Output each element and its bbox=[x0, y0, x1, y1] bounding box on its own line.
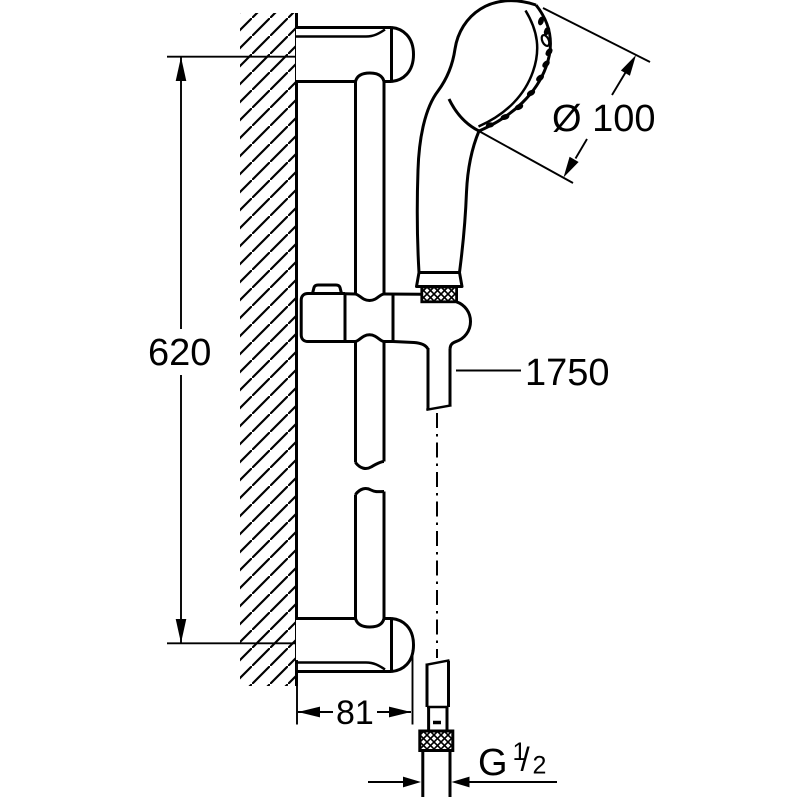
arrowhead-to-right bbox=[403, 776, 421, 788]
dim-81-label: 81 bbox=[336, 694, 374, 732]
head-bottom-edge bbox=[447, 98, 480, 133]
ext-line-upper bbox=[542, 7, 651, 63]
slider-clamp-knob bbox=[311, 283, 343, 294]
shower-hose-upper bbox=[426, 348, 452, 412]
shower-hose-lower bbox=[418, 659, 455, 797]
face-plate-line bbox=[477, 9, 539, 128]
dimension-head-diameter: Ø 100 bbox=[476, 7, 656, 184]
rail-break-lower bbox=[354, 487, 385, 496]
head-back-and-handle-left bbox=[415, 0, 537, 273]
arrowhead-up bbox=[175, 57, 187, 81]
shower-rail bbox=[354, 81, 386, 619]
handle-flare bbox=[415, 271, 464, 288]
dimension-thread: G 1 / 2 bbox=[368, 738, 557, 788]
hand-shower bbox=[415, 0, 553, 304]
dim-1750-label: 1750 bbox=[525, 352, 610, 394]
dimension-620: 620 bbox=[148, 55, 296, 645]
rail-break-upper bbox=[354, 460, 385, 470]
ext-line-lower bbox=[476, 129, 574, 184]
thread-numerator: 1 bbox=[513, 738, 527, 766]
thread-slash: / bbox=[521, 741, 531, 778]
slider-body bbox=[299, 292, 345, 343]
dimension-81: 81 bbox=[296, 650, 414, 732]
handle-right-edge bbox=[458, 130, 481, 273]
arrowhead-left bbox=[298, 706, 320, 718]
arrowhead-lower bbox=[563, 156, 579, 178]
wall-hatch bbox=[240, 13, 296, 686]
top-bracket-cap bbox=[391, 26, 415, 83]
wall-section bbox=[240, 13, 298, 686]
hose-cut-lower bbox=[425, 659, 450, 667]
nozzle-detail bbox=[540, 33, 551, 48]
top-bracket bbox=[296, 26, 415, 83]
dimension-1750: 1750 bbox=[456, 352, 610, 394]
thread-denominator: 2 bbox=[533, 752, 547, 780]
holder-lobe bbox=[448, 300, 472, 349]
thread-letter: G bbox=[478, 742, 508, 784]
arrowhead-right bbox=[389, 706, 411, 718]
spray-nozzles bbox=[485, 16, 553, 128]
bottom-bracket bbox=[296, 617, 415, 673]
dim-diameter-label: Ø 100 bbox=[552, 98, 656, 140]
arrowhead-to-left bbox=[451, 776, 470, 788]
arrowhead-down bbox=[175, 619, 187, 643]
dim-620-label: 620 bbox=[148, 332, 211, 374]
rail-bottom-cap bbox=[354, 618, 386, 629]
handle-knurled-nut bbox=[420, 285, 458, 304]
rail-top-cap bbox=[354, 71, 386, 82]
arrowhead-upper bbox=[620, 55, 636, 76]
hose-cut-upper bbox=[426, 404, 452, 412]
bottom-bracket-cap bbox=[391, 617, 415, 673]
hose-knurled-nut bbox=[418, 729, 455, 752]
